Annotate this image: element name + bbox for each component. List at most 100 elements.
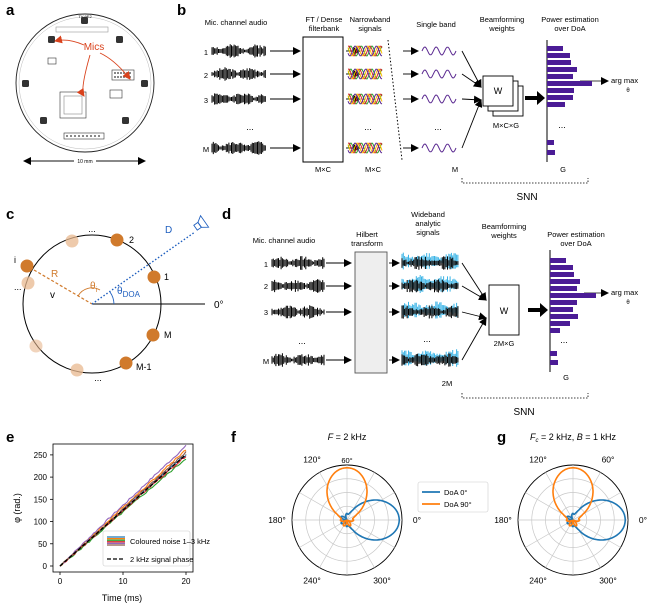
panel-e: e Time (ms) φ (rad.) Coloured noise 1–3 … <box>6 429 210 603</box>
mic-arrow <box>99 52 131 80</box>
mic-waveform <box>271 353 325 367</box>
power-bar <box>550 265 573 270</box>
panel-letter-e: e <box>6 429 14 446</box>
top-header <box>55 26 109 33</box>
component-small <box>47 57 57 65</box>
theta-doa-label: θDOA <box>117 286 141 299</box>
mic-waveform <box>211 44 266 58</box>
power-bar <box>547 150 555 155</box>
panel-d: d Mic. channel audio Hilbert transform W… <box>222 206 638 418</box>
mic-faded <box>65 234 79 248</box>
mic-waveform <box>271 279 325 293</box>
beam-pattern-line <box>326 467 368 527</box>
connector-header <box>111 69 135 81</box>
x-tick-label: 10 <box>119 577 128 586</box>
narrowband-title-2: signals <box>358 24 382 33</box>
radius-label: R <box>51 269 58 280</box>
mic-dots-bottom: ... <box>94 373 102 383</box>
x-tick-label: 20 <box>182 577 191 586</box>
mic-pad <box>22 80 29 87</box>
single-band-wave <box>421 69 457 79</box>
channel-label-3: 3 <box>204 96 208 105</box>
mic-arrow <box>76 54 91 97</box>
chip-outline <box>59 91 87 119</box>
power-bar <box>550 360 558 365</box>
panel-letter-d: d <box>222 206 231 223</box>
narrowband-wave <box>347 68 383 80</box>
mic-pad <box>141 80 148 87</box>
narrowband-title-1: Narrowband <box>350 15 391 24</box>
power-bar <box>550 300 577 305</box>
polar-angle-label: 240° <box>303 576 321 586</box>
panel-letter-b: b <box>177 2 186 19</box>
chip-die <box>63 95 83 115</box>
analytic-wave-real <box>401 256 459 270</box>
mic-faded <box>70 363 84 377</box>
mic-label-M-1: M-1 <box>136 362 152 372</box>
beamforming-title-2: weights <box>490 231 517 240</box>
mic-arrow <box>54 35 85 46</box>
bottom-header <box>63 132 105 140</box>
polar-title-g: Fc = 2 kHz, B = 1 kHz <box>530 432 617 444</box>
ellipsis: ... <box>558 120 566 130</box>
panel-letter-c: c <box>6 206 14 223</box>
mic-audio-title: Mic. channel audio <box>253 236 316 245</box>
y-tick-label: 250 <box>34 451 48 460</box>
wideband-title-2: analytic <box>415 219 441 228</box>
power-bar <box>547 67 577 72</box>
mic-pad <box>116 36 123 43</box>
legend-label-doa0: DoA 0° <box>444 488 467 497</box>
power-title-2: over DoA <box>560 239 591 248</box>
mic-M <box>146 328 160 342</box>
analytic-wave-imag <box>401 275 459 293</box>
channel-label-2: 2 <box>204 71 208 80</box>
polar-plot-f: 120°180°240°300°0° <box>268 454 421 585</box>
theta-i-label: θi <box>90 281 98 294</box>
narrowband-wave <box>347 142 383 154</box>
beam-pattern-line <box>552 467 594 527</box>
ellipsis: ... <box>298 336 306 346</box>
narrowband-wave <box>347 142 383 154</box>
x-axis-label: Time (ms) <box>102 593 142 603</box>
mic-waveform <box>271 256 325 270</box>
argmax-label: arg max <box>611 288 638 297</box>
power-bar <box>550 272 574 277</box>
panel-letter-a: a <box>6 2 15 19</box>
analytic-wave-imag <box>401 252 459 270</box>
series-line <box>59 453 187 567</box>
mic-waveform <box>211 141 266 155</box>
power-title-1: Power estimation <box>541 15 599 24</box>
analytic-wave-real <box>401 305 459 319</box>
board-outline <box>15 13 155 153</box>
power-title-1: Power estimation <box>547 230 605 239</box>
power-bar <box>547 81 592 86</box>
mic-label-2: 2 <box>129 235 134 245</box>
channel-label-1: 1 <box>264 260 268 269</box>
power-dim: G <box>560 165 566 174</box>
power-bar <box>547 46 563 51</box>
radius-line <box>33 269 93 305</box>
mic-pad <box>122 117 129 124</box>
polar-angle-label: 300° <box>599 576 617 586</box>
mic-dots-left: ... <box>14 282 22 292</box>
polar-angle-label: 120° <box>529 454 547 464</box>
mic-2 <box>110 233 124 247</box>
board-components <box>47 26 135 140</box>
v-label: v <box>50 290 55 301</box>
beamforming-title-2: weights <box>488 24 515 33</box>
narrowband-wave <box>347 45 383 57</box>
weight-input-arrow <box>461 285 487 301</box>
power-bar <box>550 307 573 312</box>
mic-pad <box>48 36 55 43</box>
beamform-output-arrow <box>528 303 548 317</box>
weight-label: W <box>500 306 509 316</box>
power-bar <box>550 279 580 284</box>
beamforming-title-1: Beamforming <box>482 222 527 231</box>
board-inner-edge <box>18 16 152 150</box>
power-bar <box>547 60 571 65</box>
narrowband-dim: M×C <box>365 165 382 174</box>
analytic-wave-imag <box>401 349 459 367</box>
single-band-wave <box>421 46 457 56</box>
mic-faded <box>29 339 43 353</box>
x-tick-label: 0 <box>58 577 63 586</box>
